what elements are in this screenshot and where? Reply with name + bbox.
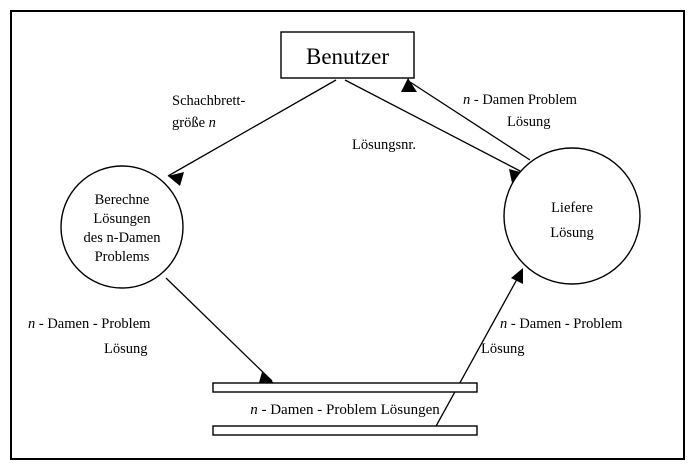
edge-berechne-to-datastore [165, 277, 274, 386]
edge-label-italic-n: n [28, 316, 35, 332]
edge-label-italic-n: n [209, 115, 216, 131]
edge-liefere-to-benutzer [401, 78, 531, 161]
edge-label-damen-problem-loesung-right: n - Damen - Problem Lösung [481, 316, 623, 357]
edge-label-line-1: n - Damen - Problem [28, 316, 151, 332]
arrow-head-icon [401, 78, 417, 92]
edge-label-rest: - Damen - Problem [507, 316, 623, 332]
edge-label-rest: - Damen - Problem [35, 316, 151, 332]
edge-label-line-2: Lösung [507, 114, 551, 130]
datastore-top-bar [212, 382, 478, 393]
edge-label-groesse: größe [172, 115, 209, 131]
edge-label-damen-problem-loesung-top: n - Damen Problem Lösung [463, 92, 578, 130]
node-liefere-label-line-2: Lösung [550, 225, 594, 241]
node-berechne-label-line-3: des n-Damen [84, 230, 162, 246]
node-benutzer[interactable]: Benutzer [280, 31, 415, 79]
arrow-head-icon [168, 172, 184, 186]
edge-label-italic-n: n [463, 92, 470, 108]
edge-label-line-1: n - Damen Problem [463, 92, 578, 108]
node-berechne-label-line-4: Problems [95, 249, 150, 265]
edge-label-line-2: Lösung [104, 341, 148, 357]
node-berechne[interactable]: Berechne Lösungen des n-Damen Problems [60, 165, 184, 289]
node-benutzer-label: Benutzer [306, 44, 389, 69]
edge-benutzer-to-berechne [167, 79, 337, 186]
datastore-bottom-bar [212, 425, 478, 436]
edge-label-line-1: Schachbrett- [172, 93, 245, 109]
edge-label-line-1: Lösungsnr. [352, 137, 416, 153]
edge-label-schachbrettgroesse: Schachbrett- größe n [172, 93, 245, 131]
edge-label-damen-problem-loesung-left: n - Damen - Problem Lösung [28, 316, 151, 357]
node-datastore-label: n - Damen - Problem Lösungen [250, 402, 440, 418]
outer-border [10, 10, 685, 460]
edge-label-line-2: Lösung [481, 341, 525, 357]
arrow-head-icon [511, 268, 523, 284]
node-liefere[interactable]: Liefere Lösung [503, 147, 641, 285]
edge-label-line-1: n - Damen - Problem [500, 316, 623, 332]
node-datastore[interactable]: n - Damen - Problem Lösungen [212, 382, 478, 436]
edge-label-italic-n: n [500, 316, 507, 332]
node-berechne-label-line-2: Lösungen [93, 211, 151, 227]
edge-label-line-2: größe n [172, 115, 216, 131]
node-berechne-label-line-1: Berechne [95, 192, 150, 208]
edge-label-rest: - Damen Problem [470, 92, 577, 108]
datastore-label-rest: - Damen - Problem Lösungen [258, 402, 441, 418]
edge-label-loesungsnr: Lösungsnr. [352, 137, 416, 153]
node-liefere-label-line-1: Liefere [551, 200, 593, 216]
edge-datastore-to-liefere [434, 268, 523, 429]
datastore-label-italic-n: n [250, 402, 258, 418]
